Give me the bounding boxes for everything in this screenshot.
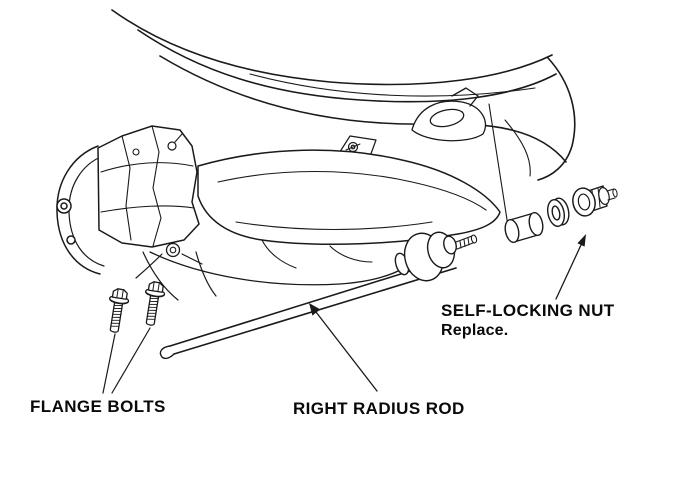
flange-bolts-leader-lines — [102, 327, 151, 394]
label-self-locking-nut: SELF-LOCKING NUT — [441, 301, 615, 320]
washer — [546, 197, 570, 228]
flange-bolt-1 — [109, 288, 130, 333]
arrow-self-locking-nut — [555, 234, 586, 300]
bushing-sleeve — [504, 211, 544, 244]
label-self-locking-nut-note: Replace. — [441, 322, 509, 339]
flange-bolt-2 — [145, 281, 166, 326]
body-bracket — [411, 87, 487, 142]
label-right-radius-rod: RIGHT RADIUS ROD — [293, 399, 465, 418]
arrow-right-radius-rod — [309, 303, 378, 392]
self-locking-nut-part — [572, 185, 618, 217]
vehicle-underbody-lines — [111, 9, 576, 181]
brake-hub-assembly — [56, 125, 217, 301]
radius-rod-bushing — [394, 231, 478, 282]
label-flange-bolts: FLANGE BOLTS — [30, 397, 166, 416]
trailing-arm — [149, 149, 501, 286]
